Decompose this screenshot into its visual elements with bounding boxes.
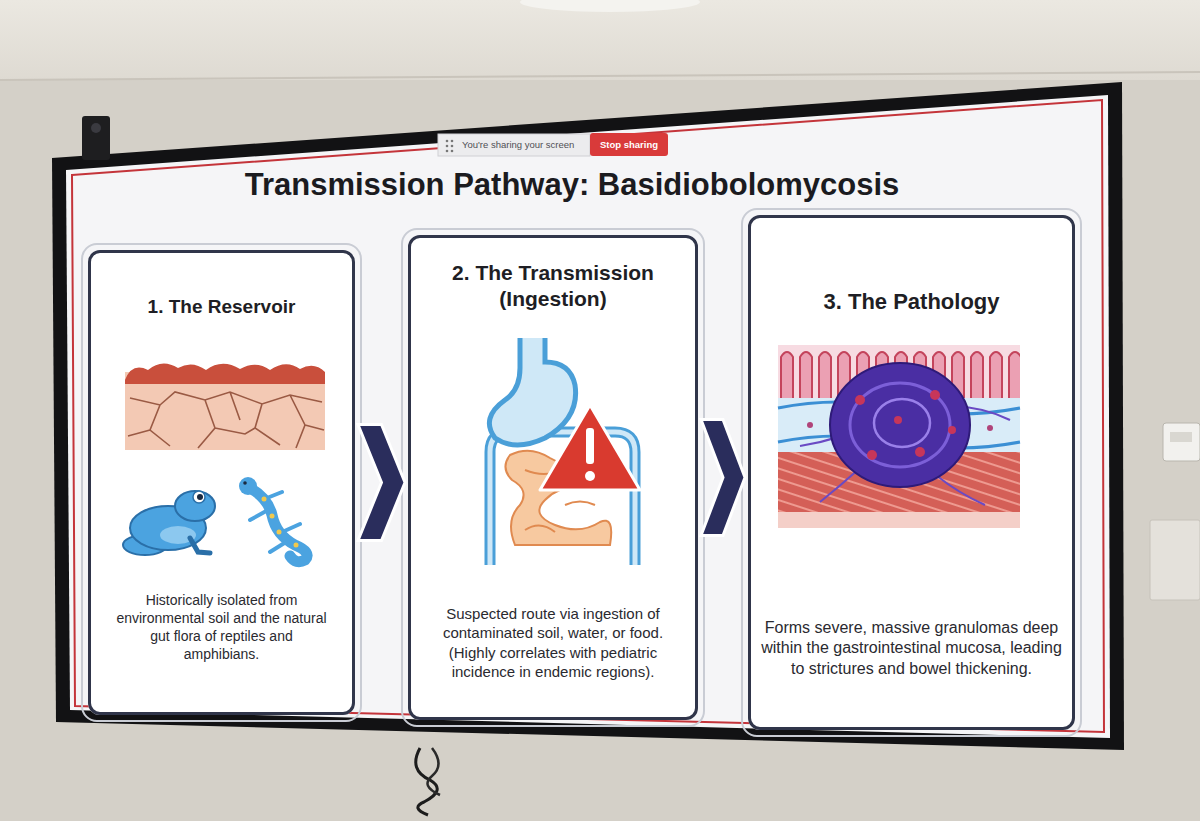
cracked-soil-illustration	[128, 392, 324, 448]
digestive-tract-illustration	[489, 338, 640, 565]
room	[428, 748, 441, 795]
tv-screen	[52, 82, 1124, 750]
cracked-soil-illustration	[125, 363, 325, 450]
card-grounds	[82, 244, 361, 721]
tv-screen	[72, 100, 1104, 732]
frog-illustration	[123, 491, 215, 555]
room	[1170, 432, 1192, 442]
label-slot: Stop sharing	[590, 139, 668, 150]
gecko-illustration	[294, 543, 299, 548]
digestive-tract-illustration	[586, 428, 594, 464]
card-grounds	[82, 209, 1081, 736]
tissue-cross-section-illustration	[830, 363, 970, 487]
card-grounds	[742, 209, 1081, 736]
digestive-tract-illustration	[540, 405, 640, 490]
screen-share-bar	[446, 150, 449, 153]
tissue-cross-section-illustration	[948, 426, 956, 434]
pathway-card: 1. The ReservoirHistorically isolated fr…	[88, 250, 355, 715]
tissue-cross-section-illustration	[778, 345, 1020, 528]
tissue-cross-section-illustration	[850, 383, 950, 467]
frog-illustration	[193, 491, 205, 503]
frog-illustration	[190, 538, 210, 553]
screen-share-bar	[590, 133, 668, 156]
frog-illustration	[197, 494, 203, 500]
label-slot: You're sharing your screen	[462, 139, 588, 150]
digestive-tract-illustration	[585, 471, 595, 481]
screen-share-bar	[446, 145, 449, 148]
card-grounds	[402, 229, 704, 726]
stop-sharing-button-label: Stop sharing	[590, 139, 668, 150]
tissue-cross-section-illustration	[915, 447, 925, 457]
gecko-illustration	[239, 477, 257, 495]
card-grounds	[748, 215, 1075, 730]
tissue-cross-section-illustration	[930, 390, 940, 400]
tissue-cross-section-illustration	[855, 395, 865, 405]
tv-screen	[91, 123, 101, 133]
gecko-illustration	[239, 477, 307, 562]
tissue-cross-section-illustration	[867, 450, 877, 460]
screen-share-bar	[451, 150, 454, 153]
tv-screen	[52, 82, 1124, 750]
screen-share-bar	[438, 134, 590, 156]
pathway-card: 3. The PathologyForms severe, massive gr…	[748, 215, 1075, 730]
pathway-card: 2. The Transmission (Ingestion) Suspected…	[408, 235, 698, 720]
card-body-text: Forms severe, massive granulomas deep wi…	[761, 618, 1062, 679]
room	[0, 0, 1200, 80]
frog-illustration	[175, 491, 215, 521]
gecko-illustration	[262, 497, 267, 502]
screen-share-bar	[446, 140, 449, 143]
card-grounds	[408, 235, 698, 720]
title-slot: Transmission Pathway: Basidiobolomycosis	[172, 166, 972, 203]
digestive-tract-illustration	[489, 338, 575, 445]
gecko-illustration	[250, 492, 300, 552]
screen-share-status: You're sharing your screen	[462, 139, 588, 150]
room	[1163, 423, 1200, 461]
tv-screen	[66, 95, 1110, 738]
tv-screen	[82, 116, 110, 160]
card-heading: 1. The Reservoir	[148, 295, 296, 319]
room	[1150, 520, 1200, 600]
chevron-arrow	[701, 420, 745, 536]
slide-title: Transmission Pathway: Basidiobolomycosis	[172, 166, 972, 203]
gecko-illustration	[270, 514, 275, 519]
card-heading: 2. The Transmission (Ingestion)	[428, 260, 678, 313]
room	[0, 72, 1200, 80]
tissue-cross-section-illustration	[807, 422, 813, 428]
cracked-soil-illustration	[125, 363, 325, 384]
tissue-cross-section-illustration	[778, 512, 1020, 528]
gecko-illustration	[243, 481, 247, 485]
tissue-cross-section-illustration	[987, 425, 993, 431]
card-grounds	[88, 250, 355, 715]
screen-share-bar	[451, 140, 454, 143]
chevron-arrow	[358, 425, 405, 541]
card-body-text: Suspected route via ingestion of contami…	[419, 604, 687, 681]
gecko-illustration	[277, 530, 282, 535]
gecko-illustration	[250, 488, 307, 562]
card-body-text: Historically isolated from environmental…	[113, 592, 330, 664]
room	[520, 0, 700, 12]
tissue-cross-section-illustration	[894, 416, 902, 424]
screen-share-bar	[438, 133, 668, 156]
tissue-cross-section-illustration	[874, 399, 930, 447]
screen-share-bar	[451, 145, 454, 148]
card-heading: 3. The Pathology	[823, 288, 999, 316]
